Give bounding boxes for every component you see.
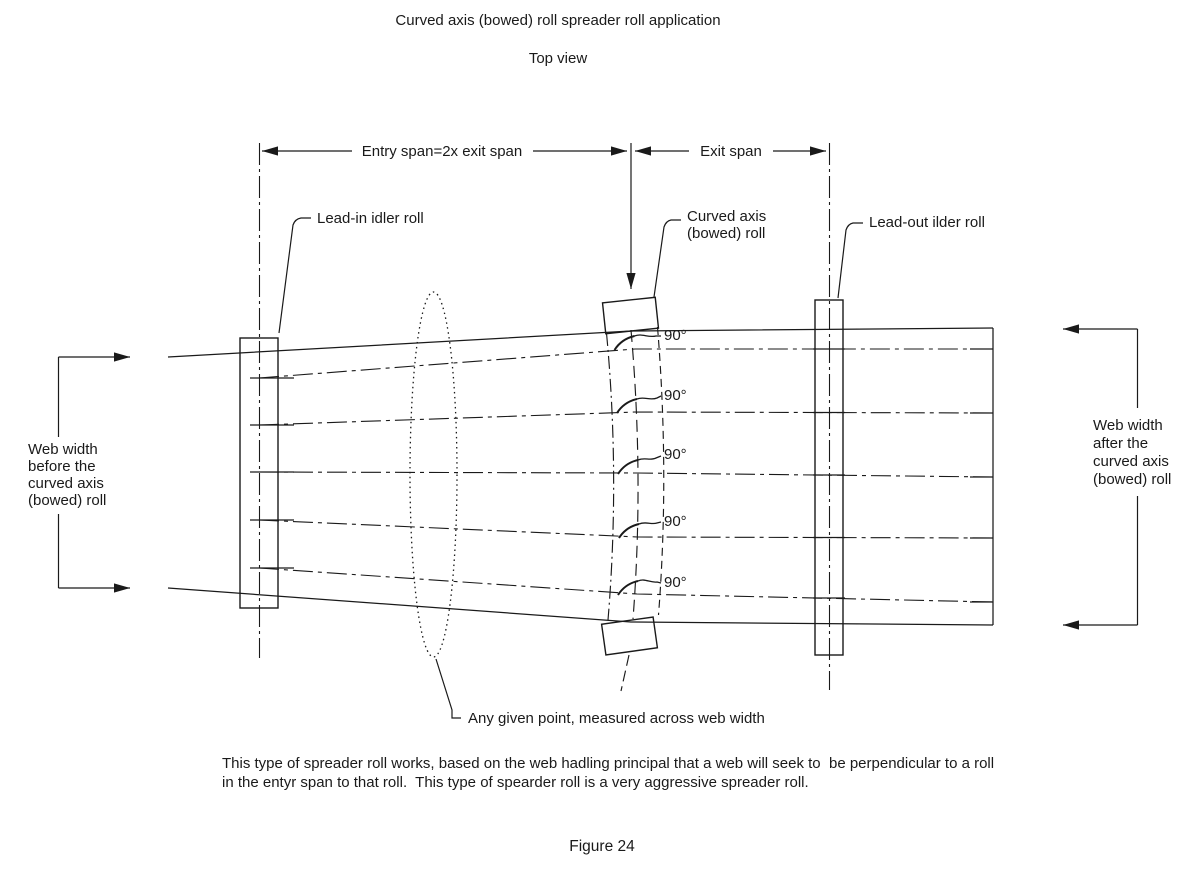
entry-span-label: Entry span=2x exit span [362, 143, 523, 160]
web-track-line-1 [258, 348, 993, 379]
lead-out-idler-roll [814, 299, 844, 656]
lead-in-roll-leader [278, 217, 311, 334]
right-angle-label-1: 90° [664, 327, 687, 344]
right-angle-arc-4 [618, 523, 640, 539]
right-angle-arc-5 [617, 580, 639, 596]
curved-axis-roll-label-line2: (bowed) roll [687, 225, 765, 242]
right-angle-leader-2 [636, 395, 662, 400]
bowed-roll-axis-stub [620, 654, 630, 692]
span-dimensions [262, 143, 826, 289]
right-angle-arc-2 [616, 398, 638, 414]
bowed-roll-right-edge [656, 326, 665, 616]
any-given-point-label: Any given point, measured across web wid… [468, 710, 765, 727]
web-track-line-5 [258, 567, 994, 603]
web-width-after-label-line4: (bowed) roll [1093, 471, 1171, 488]
diagram-title: Curved axis (bowed) roll spreader roll a… [395, 12, 720, 29]
web-width-before-label-line3: curved axis [28, 475, 104, 492]
bowed-roll-top-end [601, 296, 660, 335]
right-angle-callouts: 90° 90° 90° 90° 90° [613, 327, 687, 596]
view-label: Top view [529, 50, 588, 67]
lead-out-roll-label: Lead-out ilder roll [869, 214, 985, 231]
right-angle-leader-5 [637, 579, 662, 584]
caption-line1: This type of spreader roll works, based … [222, 755, 994, 772]
right-angle-label-4: 90° [664, 513, 687, 530]
web-width-after-label-line3: curved axis [1093, 453, 1169, 470]
right-angle-leader-1 [634, 334, 661, 338]
curved-axis-roll-label-line1: Curved axis [687, 208, 766, 225]
web-track-lines [258, 348, 994, 603]
lead-out-roll-leader [837, 222, 863, 299]
right-angle-arc-1 [613, 335, 635, 351]
track-line-ticks [250, 348, 993, 603]
web-track-line-4 [258, 519, 994, 539]
web-width-before-label-line2: before the [28, 458, 96, 475]
exit-span-label: Exit span [700, 143, 762, 160]
web-width-after-label-line1: Web width [1093, 417, 1163, 434]
right-angle-label-2: 90° [664, 387, 687, 404]
web-width-after-label-line2: after the [1093, 435, 1148, 452]
caption-line2: in the entyr span to that roll. This typ… [222, 774, 809, 791]
figure-number: Figure 24 [569, 838, 635, 855]
lead-in-idler-roll [239, 337, 279, 609]
curved-axis-roll-leader [653, 219, 681, 298]
web-width-after-bracket [1063, 324, 1139, 630]
right-angle-leader-3 [637, 455, 662, 461]
bowed-roll-bottom-end [600, 616, 659, 656]
bowed-roll [600, 296, 665, 692]
bowed-roll-left-edge [605, 332, 615, 621]
web-bottom-edge [167, 587, 994, 626]
bowed-roll-axis [630, 329, 639, 620]
any-given-point-leader [435, 658, 461, 719]
web-width-before-bracket [57, 352, 130, 593]
right-angle-label-5: 90° [664, 574, 687, 591]
web-track-line-2 [258, 411, 994, 426]
lead-in-roll-label: Lead-in idler roll [317, 210, 424, 227]
web-width-before-label-line1: Web width [28, 441, 98, 458]
web-width-before-label-line4: (bowed) roll [28, 492, 106, 509]
web-track-line-3 [258, 471, 994, 478]
web-top-edge [167, 327, 994, 358]
measurement-ellipse [409, 291, 458, 658]
right-angle-arc-3 [617, 459, 639, 475]
right-angle-label-3: 90° [664, 446, 687, 463]
right-angle-leader-4 [638, 521, 662, 525]
